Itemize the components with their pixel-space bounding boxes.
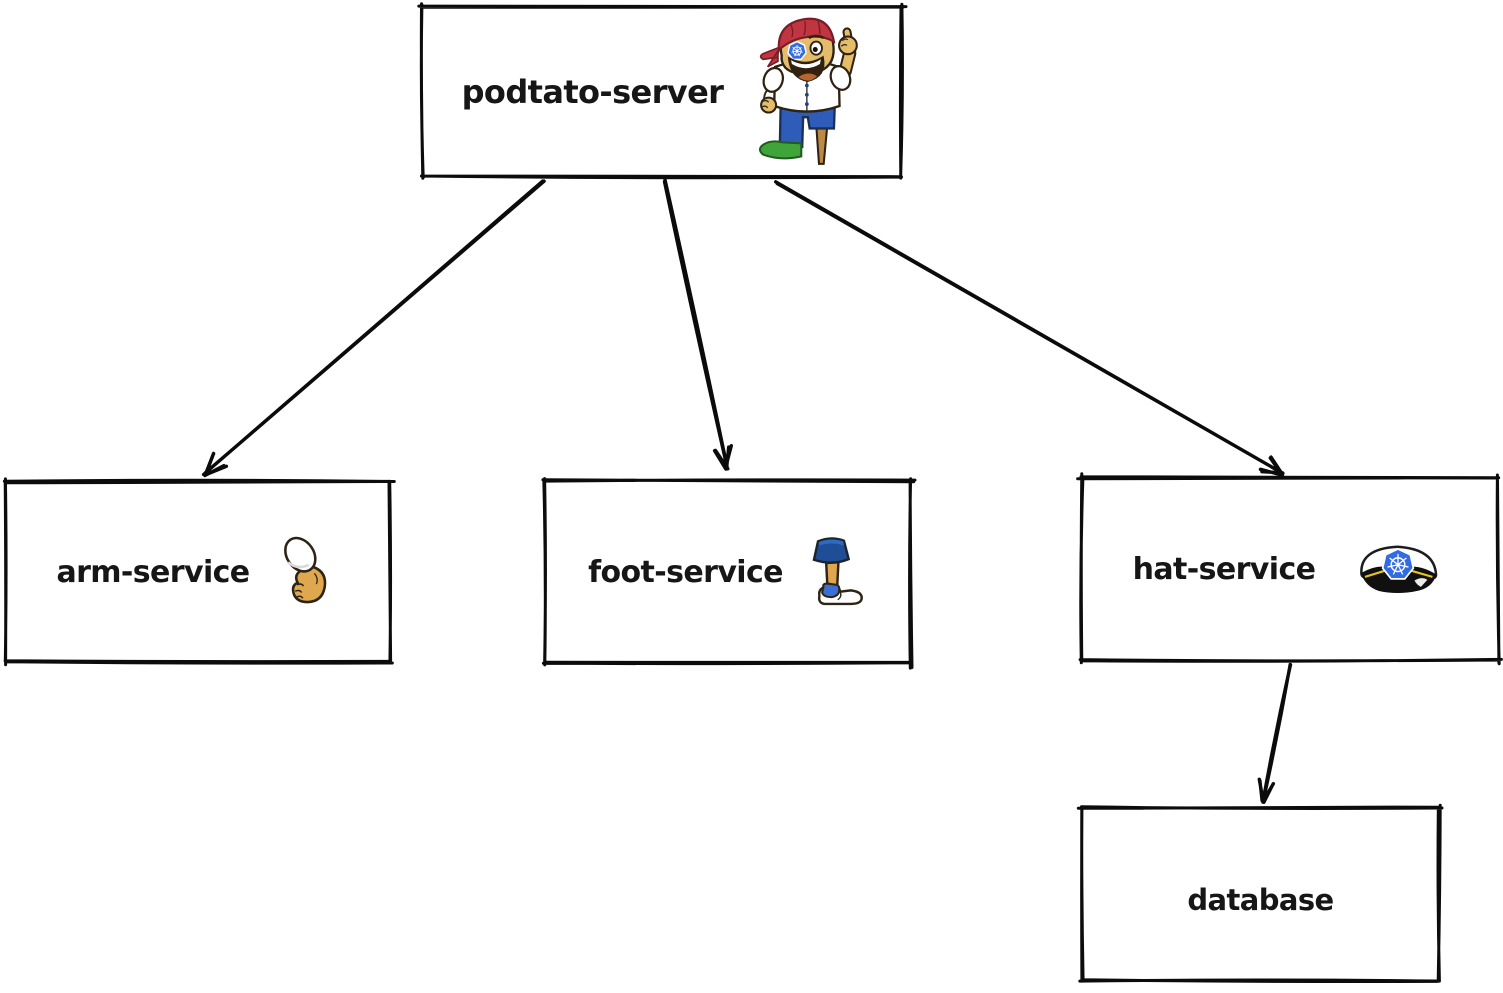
node-podtato-server: podtato-server: [417, 2, 908, 181]
node-label-foot-service: foot-service: [588, 554, 783, 590]
node-border: [541, 477, 917, 670]
node-hat-service: hat-service: [1076, 472, 1503, 666]
node-database: database: [1076, 803, 1444, 985]
node-label-hat-service: hat-service: [1132, 551, 1316, 587]
node-label-database: database: [1187, 882, 1334, 917]
podtato-pirate-mascot-icon: [759, 17, 859, 165]
leg-sneaker-icon: [812, 537, 863, 606]
node-border: [1076, 472, 1503, 666]
node-border: [1076, 803, 1444, 984]
node-foot-service: foot-service: [540, 477, 917, 670]
node-arm-service: arm-service: [2, 477, 396, 667]
node-border: [2, 477, 396, 667]
node-label-podtato-server: podtato-server: [461, 73, 724, 111]
arm-fist-icon: [283, 536, 326, 604]
node-label-arm-service: arm-service: [56, 554, 250, 590]
kubernetes-captain-hat-icon: [1360, 545, 1438, 594]
node-border: [417, 2, 908, 180]
